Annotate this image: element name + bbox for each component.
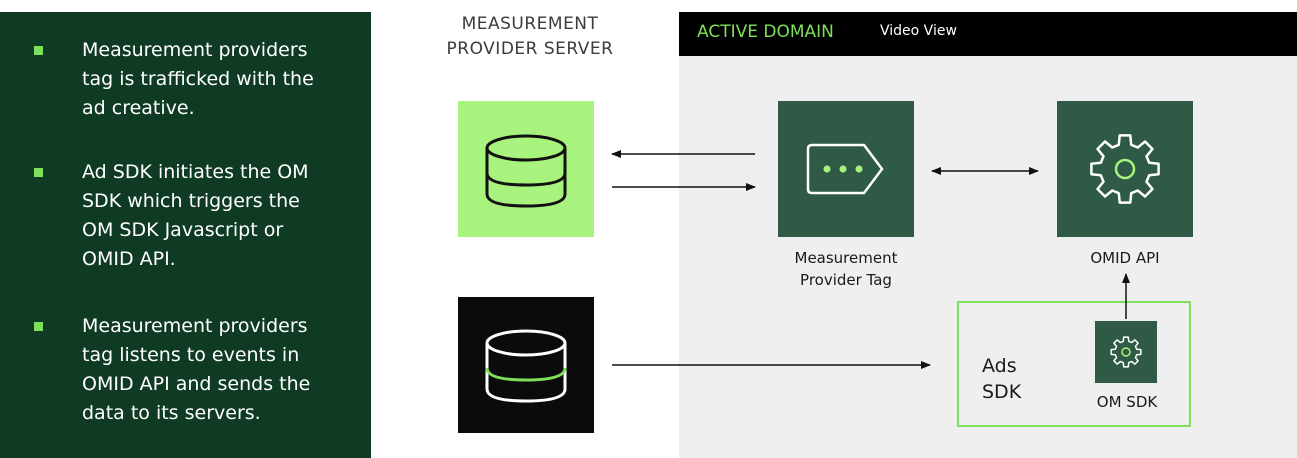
- measurement-provider-tag-box: [778, 101, 914, 237]
- caption-line: OMID API: [1090, 249, 1160, 267]
- data-server-box: [458, 297, 594, 433]
- active-domain-header: [679, 12, 1297, 56]
- server-column-title: MEASUREMENT PROVIDER SERVER: [410, 12, 650, 62]
- measurement-provider-tag-caption: Measurement Provider Tag: [766, 247, 926, 291]
- om-sdk-caption: OM SDK: [1096, 393, 1158, 411]
- bullet-square-icon: [34, 168, 43, 177]
- bullet-line: Measurement providers: [82, 315, 308, 337]
- active-domain-title: ACTIVE DOMAIN: [697, 22, 834, 42]
- server-title-line: MEASUREMENT: [461, 14, 599, 34]
- om-sdk-box: [1095, 321, 1157, 383]
- info-panel: Measurement providers tag is trafficked …: [0, 12, 371, 458]
- server-title-line: PROVIDER SERVER: [446, 39, 614, 59]
- bullet-line: OMID API.: [82, 248, 176, 270]
- omid-api-caption: OMID API: [1045, 247, 1205, 269]
- ads-sdk-label: Ads SDK: [982, 353, 1021, 405]
- bullet-text: Ad SDK initiates the OM SDK which trigge…: [82, 158, 342, 274]
- bullet-line: SDK which triggers the: [82, 190, 300, 212]
- caption-line: Provider Tag: [800, 271, 892, 289]
- gear-icon: [1110, 336, 1142, 368]
- gear-icon: [1090, 134, 1160, 204]
- bullet-text: Measurement providers tag listens to eve…: [82, 312, 342, 428]
- bullet-square-icon: [34, 46, 43, 55]
- ads-sdk-line: SDK: [982, 381, 1022, 403]
- bullet-line: ad creative.: [82, 97, 195, 119]
- bullet-line: OMID API and sends the: [82, 373, 311, 395]
- omid-api-box: [1057, 101, 1193, 237]
- database-icon: [485, 329, 567, 403]
- bullet-line: Ad SDK initiates the OM: [82, 161, 309, 183]
- bullet-line: data to its servers.: [82, 402, 261, 424]
- bullet-line: tag is trafficked with the: [82, 68, 314, 90]
- bullet-line: OM SDK Javascript or: [82, 219, 284, 241]
- measurement-server-box: [458, 101, 594, 237]
- bullet-text: Measurement providers tag is trafficked …: [82, 36, 342, 123]
- bullet-square-icon: [34, 322, 43, 331]
- tag-icon: [806, 143, 884, 195]
- bullet-line: Measurement providers: [82, 39, 308, 61]
- ads-sdk-line: Ads: [982, 355, 1017, 377]
- database-icon: [485, 134, 567, 208]
- active-domain-subtitle: Video View: [880, 23, 957, 39]
- caption-line: Measurement: [794, 249, 898, 267]
- bullet-line: tag listens to events in: [82, 344, 300, 366]
